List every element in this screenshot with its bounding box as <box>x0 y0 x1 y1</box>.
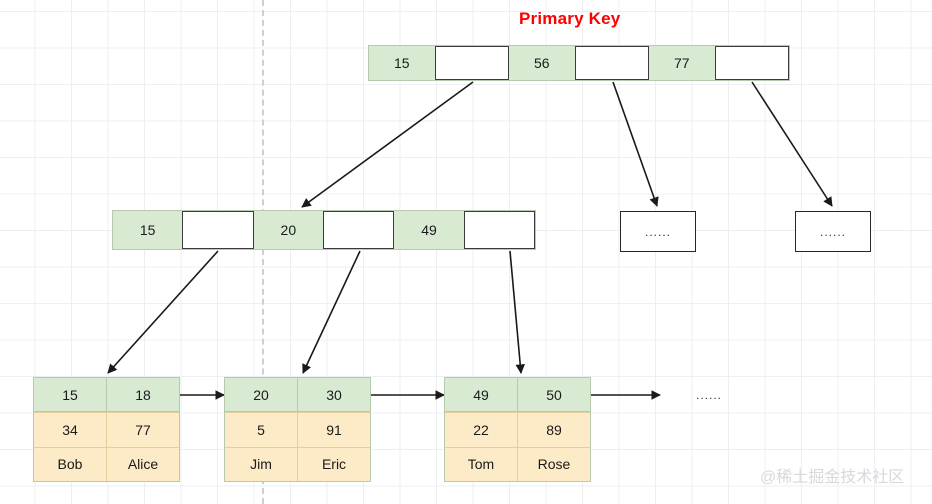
internal-index-node-key-3: 49 <box>421 222 437 238</box>
edge-root-ptr1-to-internal <box>301 81 474 208</box>
leaf-node-3-value2-2: Rose <box>517 447 590 481</box>
root-index-node-key-2: 56 <box>533 55 550 71</box>
leaf-node-2-value1-2: 91 <box>297 413 370 447</box>
edge-root-ptr3-to-ellipsis2 <box>751 81 833 207</box>
leaf-node-2-value2-2: Eric <box>297 447 370 481</box>
edge-root-ptr2-to-ellipsis1 <box>612 81 659 207</box>
leaf-node-2-value1-1: 5 <box>257 421 265 438</box>
leaf-node-1-key-2: 18 <box>106 378 179 412</box>
leaf-node-3-key-1: 49 <box>473 386 489 403</box>
leaf-node-2-row-value1: 5 91 <box>225 412 370 447</box>
internal-index-node: 15 20 49 <box>112 210 536 250</box>
leaf-node-3-row-value1: 22 89 <box>445 412 590 447</box>
leaf-node-1-value2-1: Bob <box>57 456 83 473</box>
root-index-node-pointer-2 <box>574 46 649 80</box>
root-index-node-pointer-1 <box>434 46 509 80</box>
leaf-node-2-value2-1: Jim <box>250 456 272 473</box>
watermark: @稀土掘金技术社区 <box>760 469 905 486</box>
internal-index-node-pointer-3 <box>463 211 535 249</box>
page-title: Primary Key <box>519 9 621 28</box>
leaf-node-3-value2-1: Tom <box>467 456 495 473</box>
ellipsis-node-1: ...... <box>620 211 696 252</box>
leaf-node-3-value1-1: 22 <box>473 421 489 438</box>
leaf-chain-ellipsis: ...... <box>696 388 723 402</box>
leaf-node-1-key-1: 15 <box>62 386 78 403</box>
leaf-node-1-value1-2: 77 <box>106 413 179 447</box>
leaf-node-1-value1-1: 34 <box>62 421 78 438</box>
root-index-node-key-1: 15 <box>393 55 410 71</box>
edge-internal-ptr1-to-leaf1 <box>107 250 219 374</box>
internal-index-node-pointer-1 <box>182 211 254 249</box>
leaf-node-3-key-2: 50 <box>517 378 590 412</box>
internal-index-node-key-1: 15 <box>139 222 156 238</box>
leaf-node-1-row-value2: Bob Alice <box>34 446 179 481</box>
ellipsis-node-2: ...... <box>795 211 871 252</box>
leaf-node-3-row-key: 49 50 <box>445 378 590 413</box>
vertical-guide-line <box>262 0 264 504</box>
leaf-node-2-row-value2: Jim Eric <box>225 446 370 481</box>
edge-internal-ptr3-to-leaf3 <box>509 250 526 374</box>
leaf-node-1-row-value1: 34 77 <box>34 412 179 447</box>
leaf-node-3-value1-2: 89 <box>517 413 590 447</box>
root-index-node: 15 56 77 <box>368 45 790 81</box>
root-index-node-pointer-3 <box>714 46 789 80</box>
leaf-node-3-row-value2: Tom Rose <box>445 446 590 481</box>
internal-index-node-key-2: 20 <box>280 222 297 238</box>
internal-index-node-pointer-2 <box>322 211 395 249</box>
leaf-node-2-key-1: 20 <box>253 386 269 403</box>
leaf-node-2-key-2: 30 <box>297 378 370 412</box>
leaf-node-1-value2-2: Alice <box>106 447 179 481</box>
edge-internal-ptr2-to-leaf2 <box>302 250 361 374</box>
root-index-node-key-3: 77 <box>673 55 690 71</box>
